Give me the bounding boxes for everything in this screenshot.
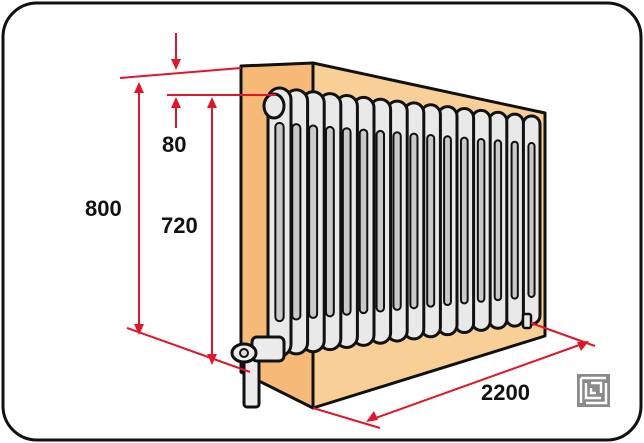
offset-80-arrow-up	[171, 97, 181, 108]
label-total-height: 800	[85, 196, 122, 221]
dimension-lines	[119, 33, 596, 429]
radiator-foot	[521, 312, 533, 330]
top-reference-line	[119, 67, 242, 79]
inlet-pipe	[242, 355, 261, 409]
valve-body	[250, 335, 286, 363]
radiator-section-slot	[291, 123, 302, 321]
radiator-section-slot	[493, 139, 503, 302]
height-720-arrow-top	[207, 97, 217, 108]
radiator-section-slot	[392, 131, 402, 311]
height-800-arrow-bottom	[134, 324, 144, 335]
radiator-section-slot	[409, 132, 419, 310]
radiator-section	[419, 103, 442, 339]
radiator-section-slot	[527, 142, 536, 298]
radiator-section-slot	[443, 135, 452, 307]
bottom-right-extension-line	[312, 407, 381, 429]
radiator-section	[521, 114, 542, 326]
radiator-section	[504, 112, 525, 328]
radiator-end-cap	[262, 92, 286, 120]
radiator-section-slot	[375, 129, 386, 313]
height-800-arrow-top	[134, 82, 144, 93]
radiator-section-slot	[358, 128, 369, 315]
width-2200-arrow-left	[366, 411, 378, 422]
radiator-section-slot	[510, 140, 519, 300]
width-2200-arrow-right	[577, 341, 589, 351]
label-radiator-height: 720	[161, 213, 198, 238]
radiator-section	[487, 110, 509, 330]
offset-80-arrow-down	[171, 59, 181, 70]
radiator-section-slot	[426, 133, 436, 308]
radiator-section-slot	[476, 138, 486, 303]
maze-logo-icon	[577, 374, 610, 407]
label-top-offset: 80	[162, 132, 186, 157]
radiator-section	[266, 86, 293, 358]
width-2200-dimension-line	[369, 342, 586, 421]
valve-cap-inner	[239, 348, 249, 358]
label-width: 2200	[481, 380, 530, 405]
radiator	[262, 86, 542, 358]
radiator-section-slot	[341, 127, 352, 316]
radiator-section-slot	[308, 124, 319, 319]
radiator-section-slot	[459, 136, 469, 305]
radiator-section	[402, 101, 426, 341]
radiator-section-slot	[324, 125, 335, 318]
radiator-section	[470, 108, 492, 332]
height-720-arrow-bottom	[207, 354, 217, 365]
bottom-left-extension-line	[126, 327, 251, 373]
radiator-section	[436, 105, 459, 337]
radiator-section-slot	[274, 121, 285, 323]
radiator-valve	[230, 335, 286, 409]
radiator-section	[453, 107, 476, 335]
